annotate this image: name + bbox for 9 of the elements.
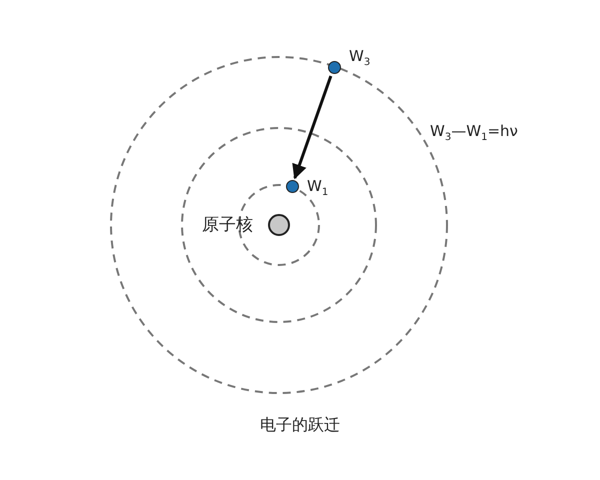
nucleus-circle	[268, 214, 290, 236]
arrow	[292, 75, 332, 180]
energy-level-label: W$_{3}$	[349, 47, 370, 70]
energy-level-label: W$_{1}$	[307, 177, 328, 200]
nucleus-label: 原子核	[202, 216, 253, 234]
formula-label: W$_{3}$—W$_{1}$=hν	[430, 122, 518, 145]
caption: 电子的跃迁	[259, 416, 341, 434]
electron-circle	[286, 180, 298, 192]
electron-circle	[328, 60, 340, 74]
